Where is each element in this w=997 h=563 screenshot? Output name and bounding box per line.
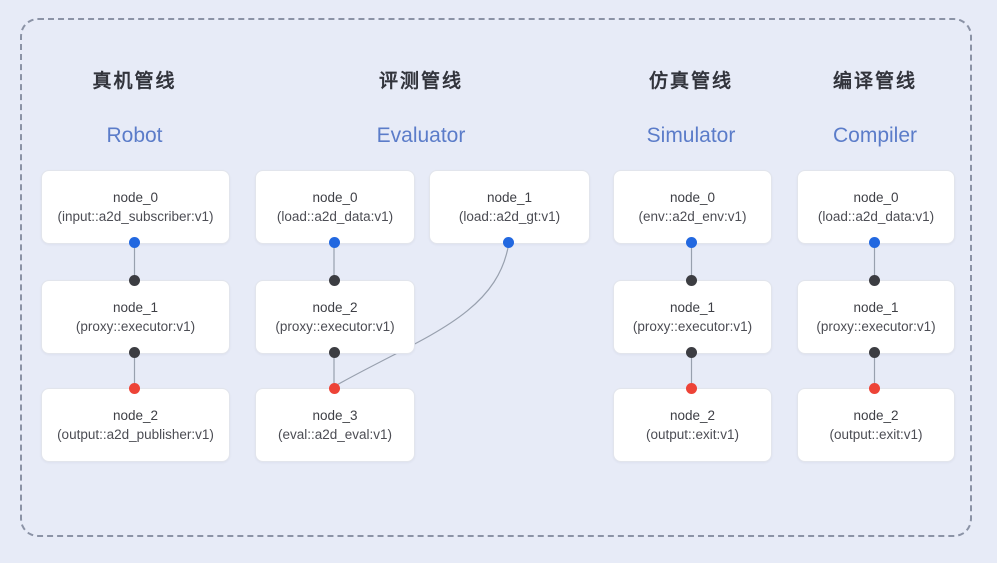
node-name: node_0 bbox=[312, 190, 358, 205]
port-in-icon bbox=[869, 274, 880, 286]
port-out-icon bbox=[328, 236, 340, 248]
node-type: (eval::a2d_eval:v1) bbox=[277, 427, 393, 442]
node-name: node_3 bbox=[312, 408, 358, 423]
node-robot-2: node_2 (output::a2d_publisher:v1) bbox=[41, 388, 230, 462]
port-out-icon bbox=[129, 236, 140, 248]
port-out-icon bbox=[686, 346, 697, 358]
node-evaluator-0: node_0 (load::a2d_data:v1) bbox=[255, 170, 415, 244]
node-evaluator-2: node_2 (proxy::executor:v1) bbox=[255, 280, 415, 354]
pipeline-title-compiler-zh: 编译管线 bbox=[832, 71, 917, 92]
node-compiler-0: node_0 (load::a2d_data:v1) bbox=[797, 170, 955, 244]
port-out-icon bbox=[686, 236, 697, 248]
node-robot-1: node_1 (proxy::executor:v1) bbox=[41, 280, 230, 354]
node-compiler-1: node_1 (proxy::executor:v1) bbox=[797, 280, 955, 354]
node-name: node_2 bbox=[112, 408, 159, 423]
node-type: (load::a2d_data:v1) bbox=[276, 209, 394, 224]
pipeline-title-simulator-en: Simulator bbox=[646, 124, 736, 147]
pipeline-title-robot-zh: 真机管线 bbox=[92, 71, 177, 92]
port-in-icon bbox=[129, 274, 140, 286]
port-in-icon bbox=[129, 382, 140, 394]
node-name: node_2 bbox=[853, 408, 899, 423]
port-in-icon bbox=[328, 274, 340, 286]
port-out-icon bbox=[869, 236, 880, 248]
node-type: (output::exit:v1) bbox=[645, 427, 740, 442]
node-simulator-1: node_1 (proxy::executor:v1) bbox=[613, 280, 772, 354]
node-type: (output::exit:v1) bbox=[829, 427, 923, 442]
node-name: node_0 bbox=[112, 190, 159, 205]
node-name: node_2 bbox=[669, 408, 716, 423]
node-type: (input::a2d_subscriber:v1) bbox=[57, 209, 214, 224]
node-type: (load::a2d_data:v1) bbox=[817, 209, 935, 224]
node-name: node_0 bbox=[853, 190, 899, 205]
node-name: node_0 bbox=[669, 190, 716, 205]
node-compiler-2: node_2 (output::exit:v1) bbox=[797, 388, 955, 462]
port-out-icon bbox=[328, 346, 340, 358]
node-simulator-0: node_0 (env::a2d_env:v1) bbox=[613, 170, 772, 244]
edge-evaluator-1-3-curve bbox=[334, 244, 510, 387]
node-type: (load::a2d_gt:v1) bbox=[458, 209, 561, 224]
node-type: (proxy::executor:v1) bbox=[75, 319, 196, 334]
port-out-icon bbox=[129, 346, 140, 358]
port-in-icon bbox=[686, 382, 697, 394]
node-evaluator-1: node_1 (load::a2d_gt:v1) bbox=[429, 170, 590, 244]
node-type: (proxy::executor:v1) bbox=[816, 319, 936, 334]
port-in-icon bbox=[328, 382, 340, 394]
diagram-dashed-frame bbox=[20, 18, 972, 537]
node-robot-0: node_0 (input::a2d_subscriber:v1) bbox=[41, 170, 230, 244]
port-in-icon bbox=[686, 274, 697, 286]
node-type: (proxy::executor:v1) bbox=[275, 319, 395, 334]
node-name: node_2 bbox=[312, 300, 358, 315]
node-name: node_1 bbox=[486, 190, 533, 205]
pipeline-title-evaluator-zh: 评测管线 bbox=[378, 71, 463, 92]
port-in-icon bbox=[869, 382, 880, 394]
node-type: (proxy::executor:v1) bbox=[632, 319, 753, 334]
pipeline-title-simulator-zh: 仿真管线 bbox=[648, 71, 733, 92]
node-simulator-2: node_2 (output::exit:v1) bbox=[613, 388, 772, 462]
node-evaluator-3: node_3 (eval::a2d_eval:v1) bbox=[255, 388, 415, 462]
pipeline-title-robot-en: Robot bbox=[106, 124, 163, 147]
node-type: (output::a2d_publisher:v1) bbox=[57, 427, 214, 442]
node-name: node_1 bbox=[669, 300, 716, 315]
port-out-icon bbox=[869, 346, 880, 358]
node-name: node_1 bbox=[112, 300, 159, 315]
pipeline-title-evaluator-en: Evaluator bbox=[376, 124, 466, 147]
node-type: (env::a2d_env:v1) bbox=[638, 209, 747, 224]
pipeline-title-compiler-en: Compiler bbox=[832, 124, 918, 147]
node-name: node_1 bbox=[853, 300, 899, 315]
port-out-icon bbox=[503, 236, 514, 248]
